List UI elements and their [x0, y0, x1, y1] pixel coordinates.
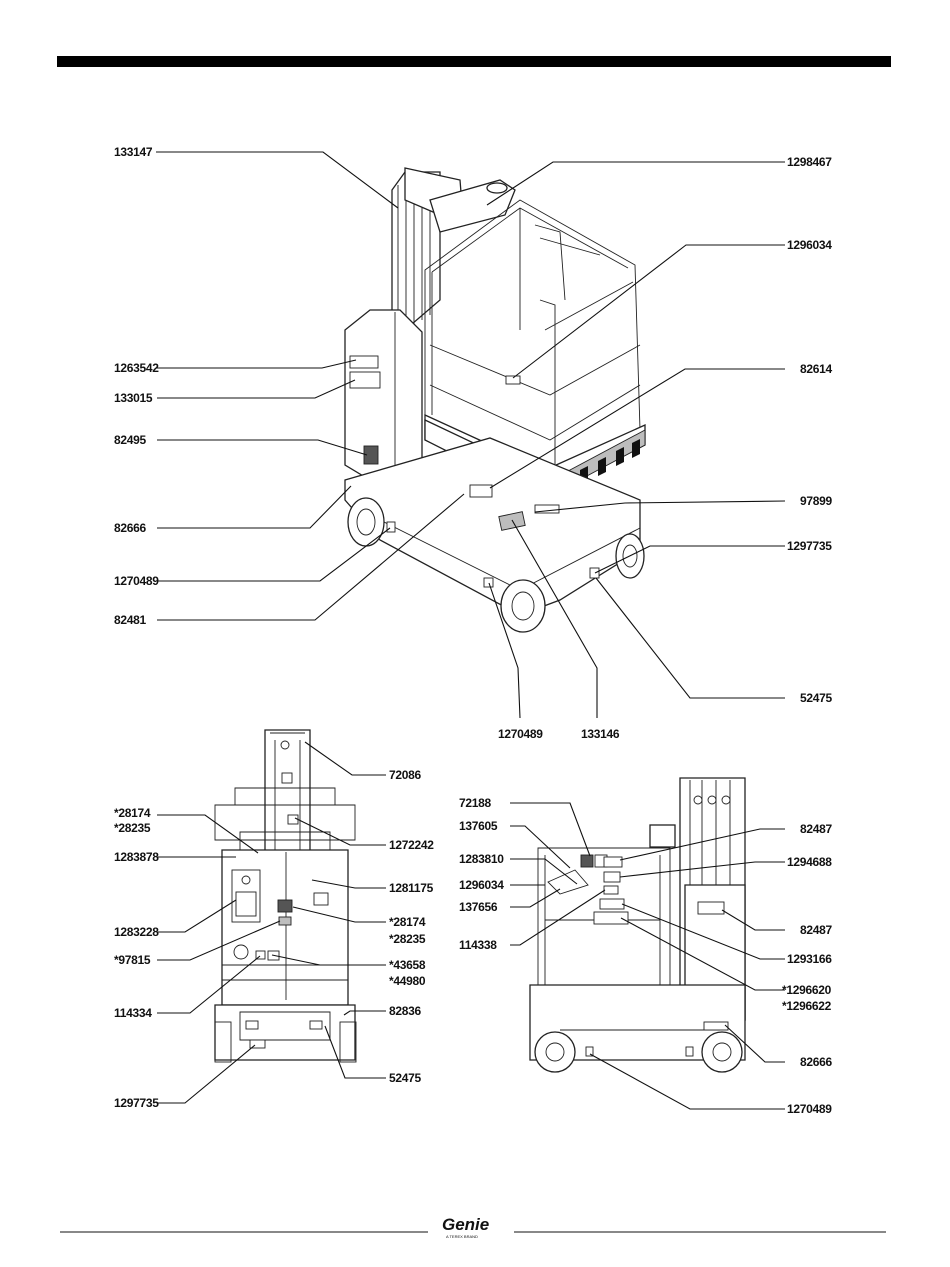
callout-label: 133147 — [114, 145, 153, 159]
rear-view-leaders — [157, 741, 386, 1104]
callout-label: 1298467 — [787, 155, 832, 169]
callout-label: *28235 — [389, 932, 426, 946]
callout-label: *28174 — [389, 915, 426, 929]
callout-label: *43658 — [389, 958, 426, 972]
header-rule — [57, 56, 891, 67]
rear-view-labels: 72086 *28174 *28235 1272242 1283878 1281… — [114, 768, 435, 1110]
genie-logo: Genie — [442, 1215, 489, 1234]
callout-label: 1294688 — [787, 855, 832, 869]
callout-label: 133146 — [581, 727, 620, 741]
callout-label: *1296622 — [782, 999, 832, 1013]
top-view-leaders — [156, 151, 786, 719]
callout-label: 72188 — [459, 796, 491, 810]
callout-label: 1270489 — [787, 1102, 832, 1116]
top-view-labels: 133147 1298467 1296034 1263542 133015 82… — [114, 145, 833, 741]
callout-label: 1283228 — [114, 925, 159, 939]
callout-label: 1270489 — [114, 574, 159, 588]
callout-label: 1281175 — [389, 881, 434, 895]
callout-label: 82666 — [114, 521, 146, 535]
callout-label: 137656 — [459, 900, 498, 914]
callout-label: 114334 — [114, 1006, 152, 1020]
callout-label: 1272242 — [389, 838, 434, 852]
footer: Genie A TEREX BRAND — [60, 1215, 886, 1239]
callout-label: *44980 — [389, 974, 426, 988]
callout-label: 82495 — [114, 433, 146, 447]
callout-label: 133015 — [114, 391, 153, 405]
callout-label: 1270489 — [498, 727, 543, 741]
callout-label: 82487 — [800, 923, 832, 937]
callout-label: *28174 — [114, 806, 151, 820]
callout-label: 72086 — [389, 768, 421, 782]
callout-label: 82836 — [389, 1004, 421, 1018]
side-view-leaders — [510, 802, 785, 1110]
callout-label: 82481 — [114, 613, 146, 627]
callout-label: 97899 — [800, 494, 832, 508]
callout-label: 1283878 — [114, 850, 159, 864]
callout-label: *97815 — [114, 953, 151, 967]
callout-label: 82666 — [800, 1055, 832, 1069]
callout-label: 52475 — [800, 691, 832, 705]
callout-label: 1263542 — [114, 361, 159, 375]
callout-label: 1297735 — [787, 539, 832, 553]
callout-label: 114338 — [459, 938, 497, 952]
machine-rear-view — [214, 729, 357, 1063]
logo-tagline: A TEREX BRAND — [446, 1234, 478, 1239]
callout-label: 52475 — [389, 1071, 421, 1085]
callout-label: 1293166 — [787, 952, 832, 966]
callout-label: *1296620 — [782, 983, 832, 997]
callout-label: 1297735 — [114, 1096, 159, 1110]
callout-label: 82614 — [800, 362, 832, 376]
side-view-labels: 72188 137605 82487 1283810 1294688 12960… — [459, 796, 833, 1116]
callout-label: 1296034 — [459, 878, 504, 892]
callout-label: 1296034 — [787, 238, 832, 252]
machine-side-view — [529, 777, 746, 1073]
callout-label: 137605 — [459, 819, 498, 833]
callout-label: 1283810 — [459, 852, 504, 866]
callout-label: *28235 — [114, 821, 151, 835]
callout-label: 82487 — [800, 822, 832, 836]
machine-isometric-view — [344, 167, 646, 633]
